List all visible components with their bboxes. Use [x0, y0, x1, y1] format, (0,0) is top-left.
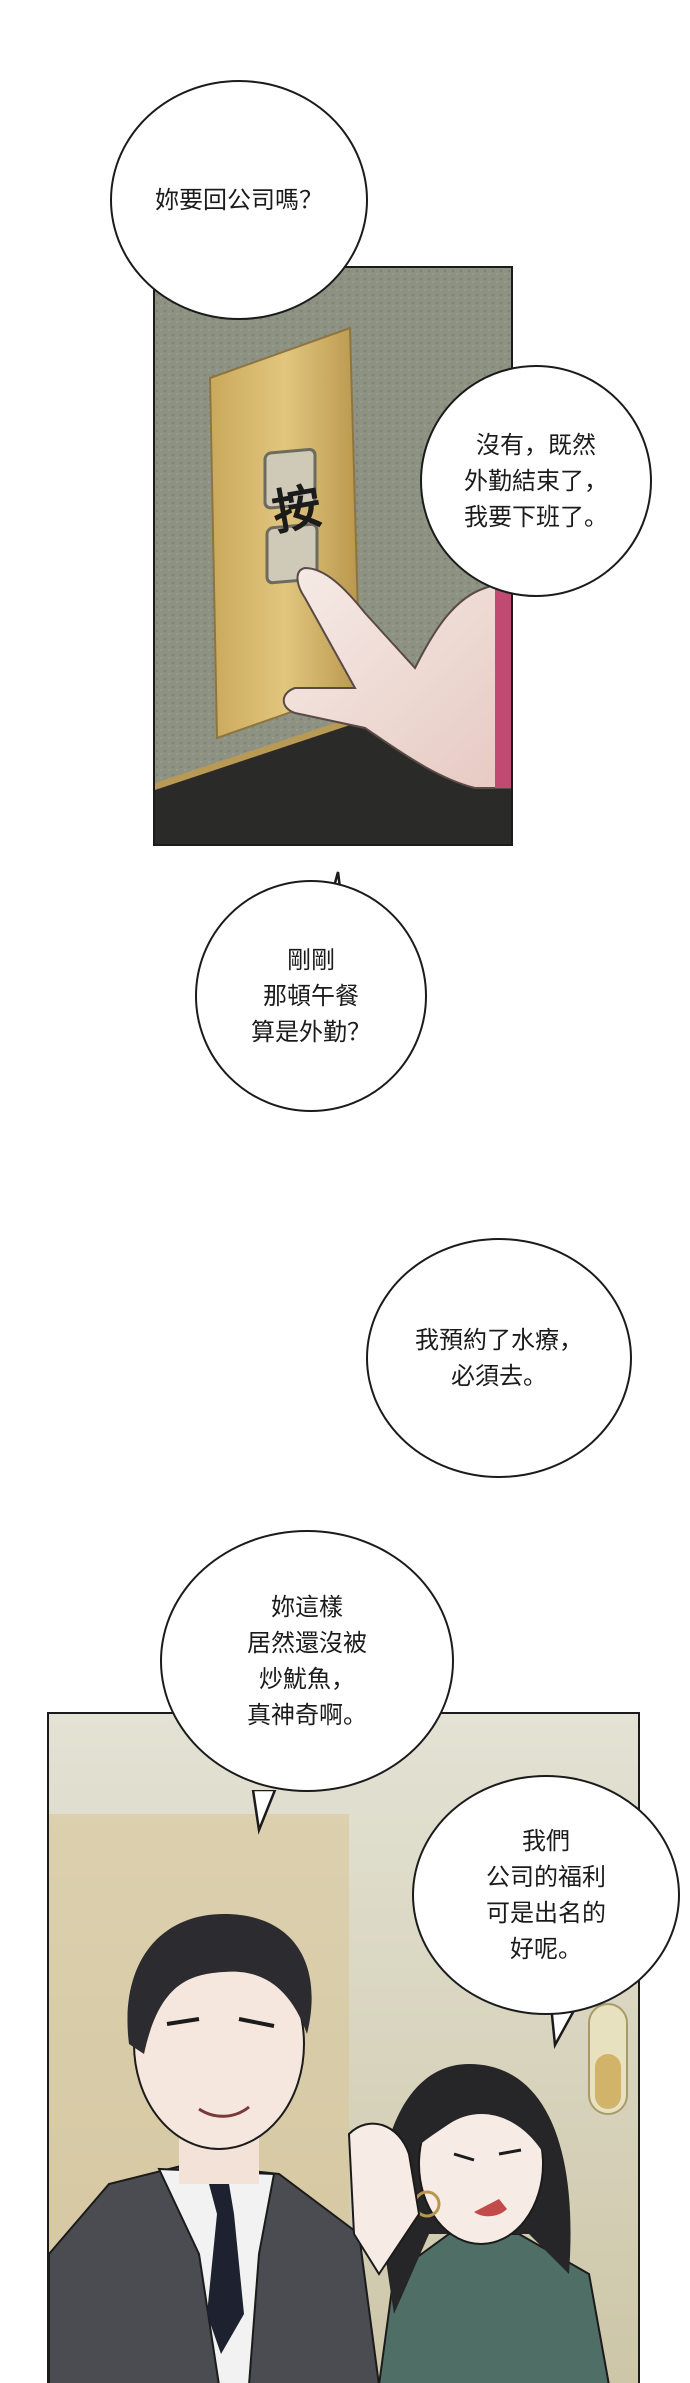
speech-bubble: 妳要回公司嗎？: [110, 80, 368, 320]
speech-text: 妳這樣 居然還沒被 炒魷魚， 真神奇啊。: [247, 1593, 367, 1729]
woman-in-sweater: [347, 2064, 610, 2383]
speech-text: 妳要回公司嗎？: [155, 186, 323, 214]
speech-bubble: 我預約了水療， 必須去。: [366, 1238, 632, 1478]
bubble-tail-b5: [251, 1790, 277, 1835]
speech-text: 沒有，既然 外勤結束了， 我要下班了。: [464, 431, 608, 531]
speech-text: 剛剛 那頓午餐 算是外勤？: [251, 946, 371, 1046]
button-plate: [208, 326, 362, 740]
speech-text: 我預約了水療， 必須去。: [415, 1326, 583, 1390]
elevator-scene: [155, 268, 511, 844]
man-in-suit: [49, 1914, 380, 2383]
speech-bubble: 妳這樣 居然還沒被 炒魷魚， 真神奇啊。: [160, 1530, 454, 1792]
speech-text: 我們 公司的福利 可是出名的 好呢。: [486, 1827, 606, 1963]
speech-bubble: 沒有，既然 外勤結束了， 我要下班了。: [420, 365, 652, 597]
pointing-hand: [282, 566, 511, 789]
panel-elevator-button: [153, 266, 513, 846]
speech-bubble: 我們 公司的福利 可是出名的 好呢。: [412, 1775, 680, 2015]
bubble-tail-b6: [549, 2005, 579, 2050]
speech-bubble: 剛剛 那頓午餐 算是外勤？: [195, 880, 427, 1112]
